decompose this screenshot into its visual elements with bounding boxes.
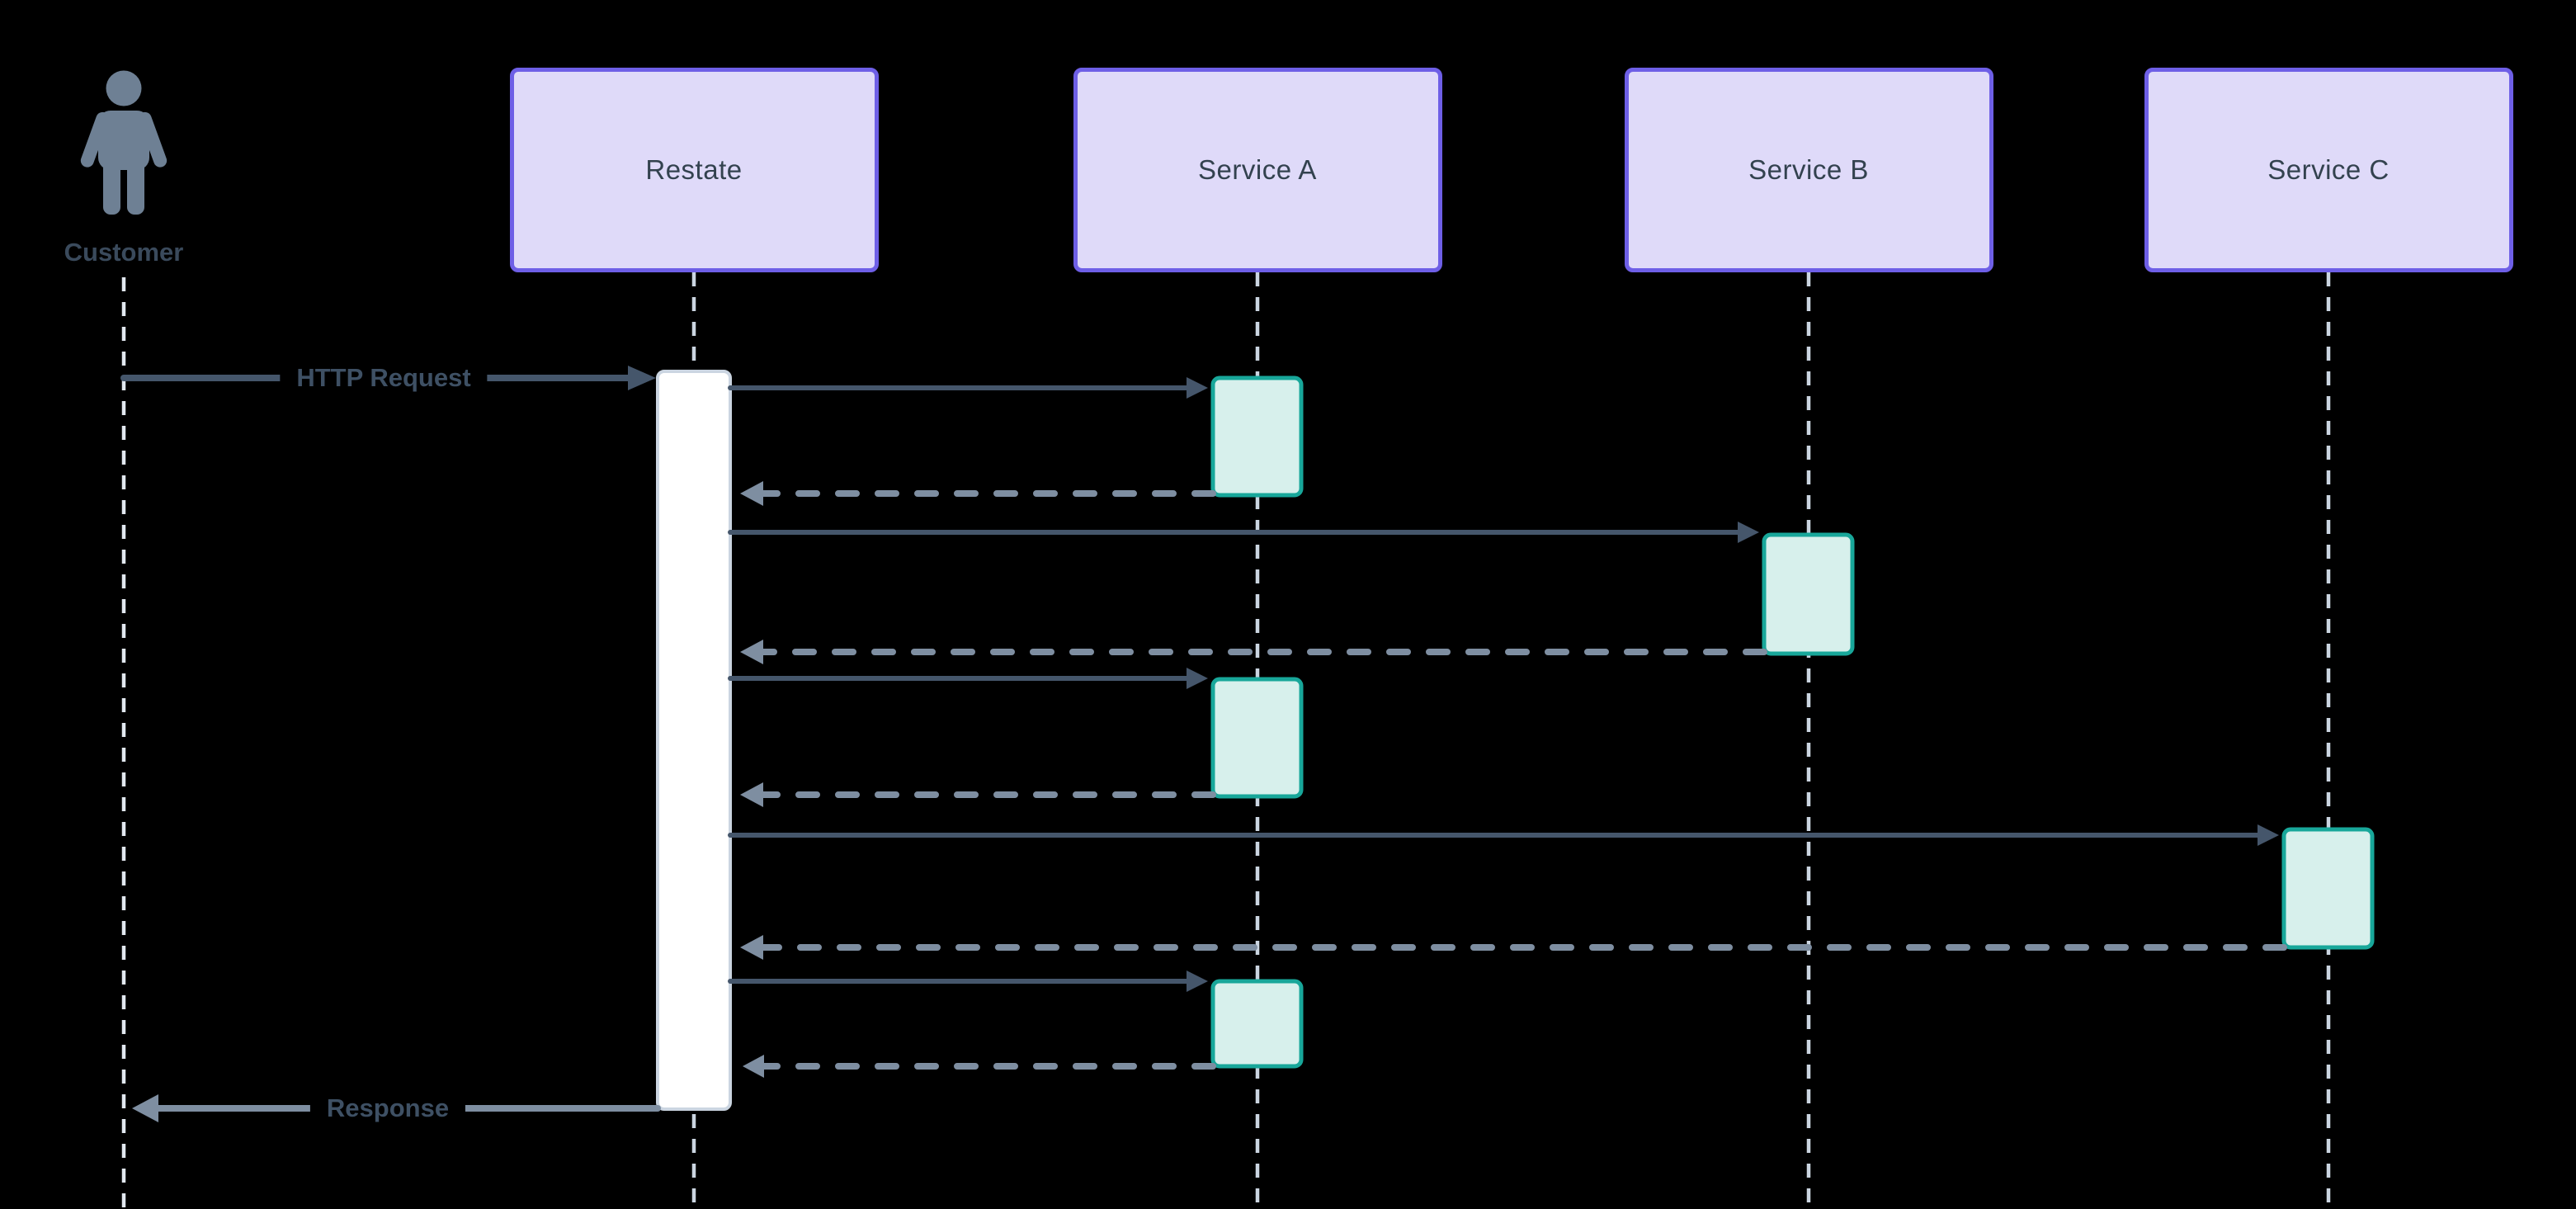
arrowhead-return-a-3	[743, 1055, 764, 1078]
actor-label-restate: Restate	[645, 154, 743, 185]
actor-label-service-a: Service A	[1198, 154, 1317, 185]
person-icon	[80, 70, 167, 215]
message-label-http-request: HTTP Request	[280, 360, 488, 396]
actor-box-service-c: Service C	[2144, 68, 2513, 272]
arrowhead-response	[132, 1094, 158, 1122]
arrowhead-return-b-1	[740, 640, 763, 664]
arrowhead-return-a-2	[740, 782, 763, 807]
arrowhead-call-a-3	[1187, 971, 1208, 992]
arrowhead-call-a-1	[1187, 377, 1208, 399]
actor-label-customer: Customer	[64, 238, 184, 267]
arrowhead-return-c-1	[740, 935, 763, 960]
actor-label-service-b: Service B	[1748, 154, 1869, 185]
arrowhead-call-b-1	[1738, 522, 1759, 543]
activation-service-b-1	[1762, 532, 1855, 656]
actor-box-service-b: Service B	[1624, 68, 1993, 272]
activation-restate-bar	[656, 370, 732, 1111]
activation-service-a-3	[1210, 979, 1304, 1069]
message-label-response: Response	[309, 1090, 466, 1126]
activation-service-c-1	[2281, 827, 2375, 950]
arrowhead-http-request	[628, 366, 656, 390]
arrowhead-call-c-1	[2258, 824, 2279, 846]
actor-box-service-a: Service A	[1073, 68, 1442, 272]
arrowhead-call-a-2	[1187, 668, 1208, 689]
activation-service-a-1	[1210, 375, 1304, 498]
actor-customer	[73, 69, 174, 224]
activation-service-a-2	[1210, 677, 1304, 799]
actor-box-restate: Restate	[509, 68, 879, 272]
actor-label-service-c: Service C	[2267, 154, 2390, 185]
arrowhead-return-a-1	[740, 481, 763, 506]
